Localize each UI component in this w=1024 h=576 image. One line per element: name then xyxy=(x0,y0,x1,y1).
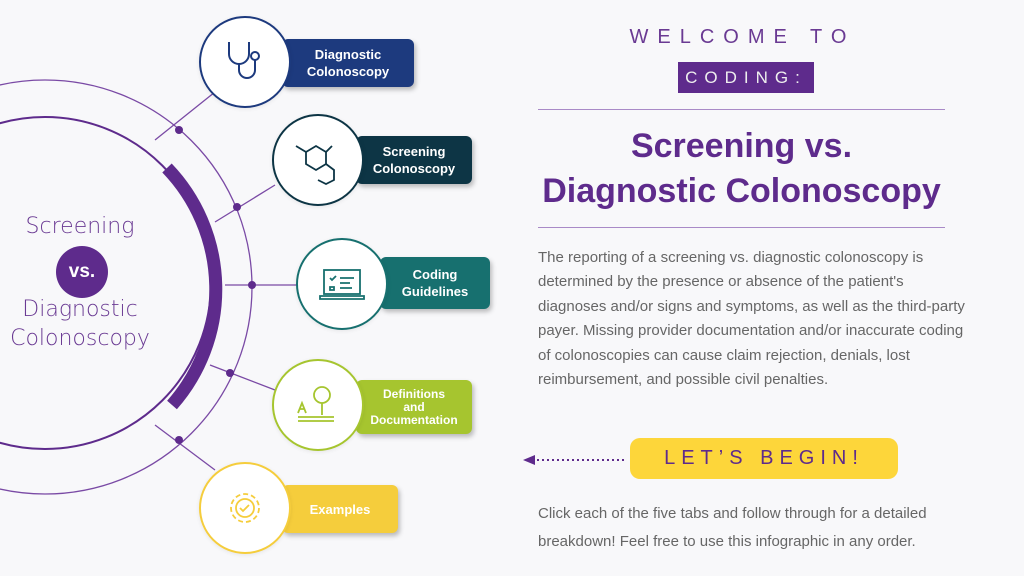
tab-screening-colonoscopy[interactable]: Screening Colonoscopy xyxy=(356,136,472,184)
node-coding-guidelines[interactable] xyxy=(296,238,388,330)
center-title-screening: Screening xyxy=(25,214,135,239)
intro-paragraph: The reporting of a screening vs. diagnos… xyxy=(538,249,965,389)
page-title: Screening vs. Diagnostic Colonoscopy xyxy=(530,124,953,214)
footer-instructions: Click each of the five tabs and follow t… xyxy=(538,505,927,550)
arrow-left-icon xyxy=(523,455,627,465)
node-screening-colonoscopy[interactable] xyxy=(272,114,364,206)
laptop-checklist-icon xyxy=(319,269,365,300)
vs-badge: vs. xyxy=(56,246,108,298)
node-examples[interactable] xyxy=(199,462,291,554)
lets-begin-button[interactable]: LET’S BEGIN! xyxy=(630,438,898,479)
title-line-1: Screening vs. xyxy=(630,127,853,165)
tab-examples[interactable]: Examples xyxy=(282,485,398,533)
tab-diagnostic-colonoscopy[interactable]: Diagnostic Colonoscopy xyxy=(282,39,414,87)
center-title-diagnostic: Diagnostic xyxy=(22,297,138,322)
divider-bottom xyxy=(538,227,945,228)
magnifier-document-icon xyxy=(297,386,334,422)
welcome-heading: WELCOME TO xyxy=(629,26,856,48)
center-title-colonoscopy: Colonoscopy xyxy=(10,326,150,351)
node-diagnostic-colonoscopy[interactable] xyxy=(199,16,291,108)
molecule-icon xyxy=(295,144,335,186)
tab-definitions-documentation[interactable]: Definitions and Documentation xyxy=(356,380,472,434)
title-line-2: Diagnostic Colonoscopy xyxy=(542,172,941,210)
divider-top xyxy=(538,109,945,110)
tab-coding-guidelines[interactable]: Coding Guidelines xyxy=(380,257,490,309)
node-definitions-documentation[interactable] xyxy=(272,359,364,451)
gear-check-icon xyxy=(230,493,260,523)
coding-badge: CODING: xyxy=(678,62,814,93)
stethoscope-icon xyxy=(228,42,260,79)
hub-diagram xyxy=(0,79,298,495)
